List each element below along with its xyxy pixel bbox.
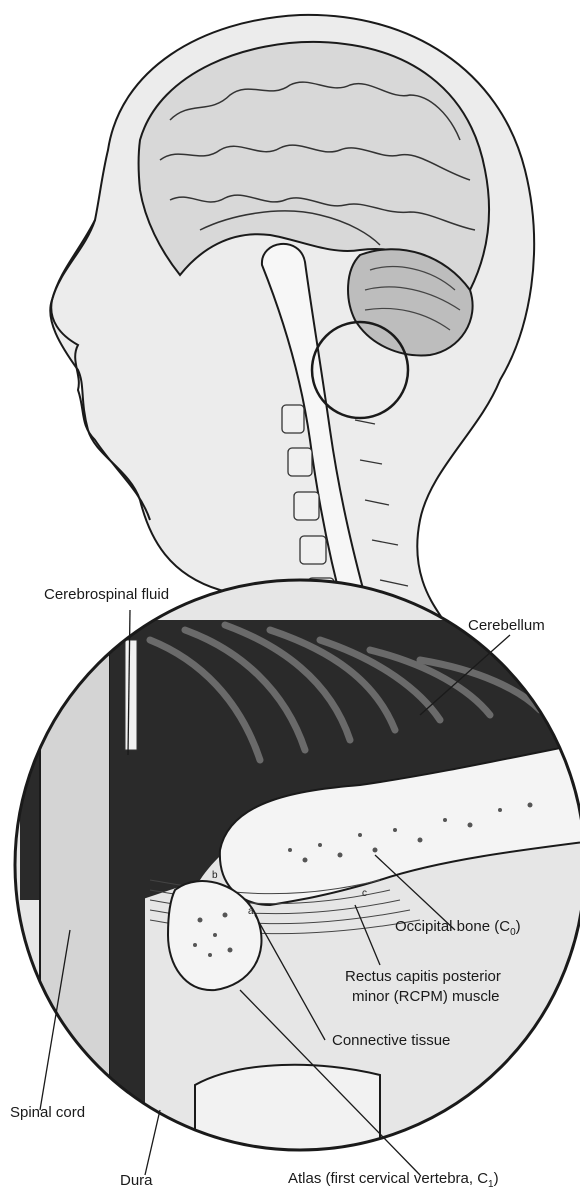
head-sagittal-view: [50, 15, 534, 615]
label-connective-tissue: Connective tissue: [332, 1032, 450, 1050]
spinal-cord-magnified: [40, 640, 110, 1160]
label-atlas: Atlas (first cervical vertebra, C1): [288, 1170, 499, 1194]
marker-a: a: [248, 906, 254, 917]
label-rcpm-line1: Rectus capitis posterior: [345, 968, 501, 986]
label-cerebellum: Cerebellum: [468, 617, 545, 635]
label-cerebrospinal-fluid: Cerebrospinal fluid: [44, 586, 169, 604]
label-rcpm-line2: minor (RCPM) muscle: [352, 988, 500, 1006]
marker-b: b: [212, 870, 218, 881]
marker-c: c: [362, 888, 367, 899]
magnified-view: [15, 580, 580, 1160]
label-dura: Dura: [120, 1172, 153, 1190]
label-occipital-bone: Occipital bone (C0): [395, 918, 521, 942]
label-spinal-cord: Spinal cord: [10, 1104, 85, 1122]
